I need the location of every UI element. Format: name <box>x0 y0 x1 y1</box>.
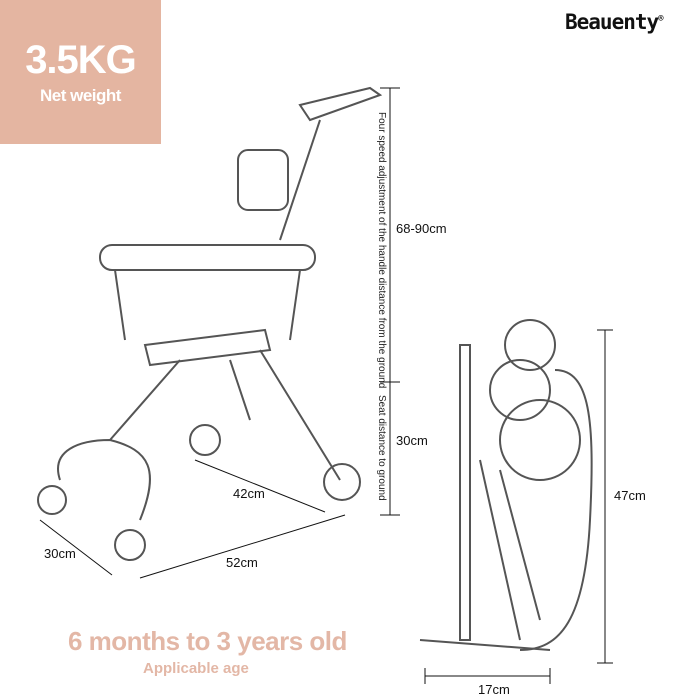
handle-note: Four speed adjustment of the handle dist… <box>376 112 387 389</box>
wheel-span-label: 42cm <box>233 486 265 501</box>
weight-badge: 3.5KG Net weight <box>0 0 161 144</box>
width-label: 30cm <box>44 546 76 561</box>
folded-height-label: 47cm <box>614 488 646 503</box>
folded-width-label: 17cm <box>478 682 510 696</box>
stroller-folded <box>419 319 593 651</box>
age-label: Applicable age <box>143 660 249 677</box>
brand-logo: Beauenty® <box>565 10 664 34</box>
stroller-unfolded <box>37 86 383 561</box>
registered-mark: ® <box>658 14 664 24</box>
dimension-lines <box>39 87 613 684</box>
weight-value: 3.5KG <box>25 38 137 82</box>
age-range: 6 months to 3 years old <box>68 626 347 656</box>
handle-height-label: 68-90cm <box>396 221 447 236</box>
seat-note: Seat distance to ground <box>376 395 387 501</box>
weight-label: Net weight <box>40 86 121 105</box>
brand-name: Beauenty <box>565 10 659 34</box>
seat-height-label: 30cm <box>396 433 428 448</box>
length-label: 52cm <box>226 555 258 570</box>
